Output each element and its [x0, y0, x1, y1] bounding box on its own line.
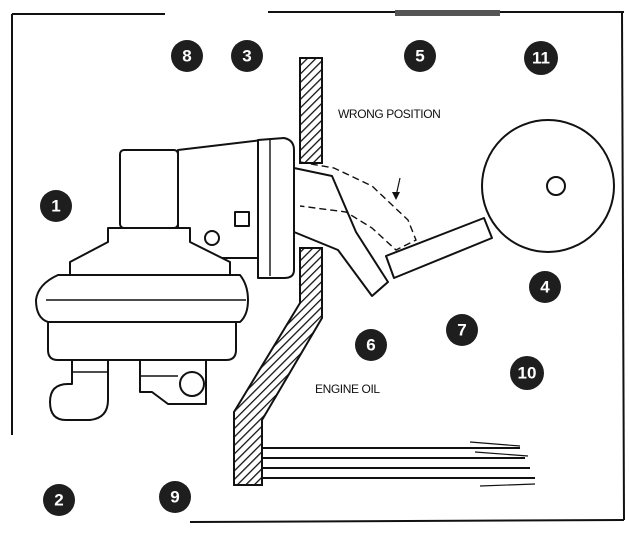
- callout-8: 8: [171, 40, 203, 72]
- callout-11-number: 11: [532, 49, 550, 68]
- callout-5-number: 5: [415, 47, 424, 66]
- fuel-pump: [35, 137, 295, 421]
- label-wrong-position: WRONG POSITION: [338, 107, 440, 121]
- callout-5: 5: [404, 40, 436, 72]
- engine-block-wall: [233, 57, 536, 487]
- callout-9: 9: [159, 481, 191, 513]
- callout-8-number: 8: [182, 47, 191, 66]
- callout-11: 11: [524, 41, 558, 75]
- callout-1: 1: [40, 190, 72, 222]
- diagram-frame: [11, 10, 625, 523]
- callout-4-number: 4: [540, 278, 550, 297]
- callout-1-number: 1: [51, 197, 60, 216]
- callout-6-number: 6: [366, 336, 375, 355]
- callout-4: 4: [529, 271, 561, 303]
- callout-2-number: 2: [54, 491, 63, 510]
- callout-2: 2: [43, 484, 75, 516]
- callout-10: 10: [510, 356, 544, 390]
- camshaft-eccentric: [385, 119, 615, 279]
- callout-3: 3: [231, 40, 263, 72]
- callout-7-number: 7: [457, 321, 466, 340]
- callout-3-number: 3: [242, 47, 251, 66]
- callout-6: 6: [355, 329, 387, 361]
- callout-9-number: 9: [170, 488, 179, 507]
- label-engine-oil: ENGINE OIL: [315, 382, 380, 396]
- rocker-arm: [293, 161, 417, 297]
- callout-10-number: 10: [518, 364, 537, 383]
- callout-7: 7: [446, 314, 478, 346]
